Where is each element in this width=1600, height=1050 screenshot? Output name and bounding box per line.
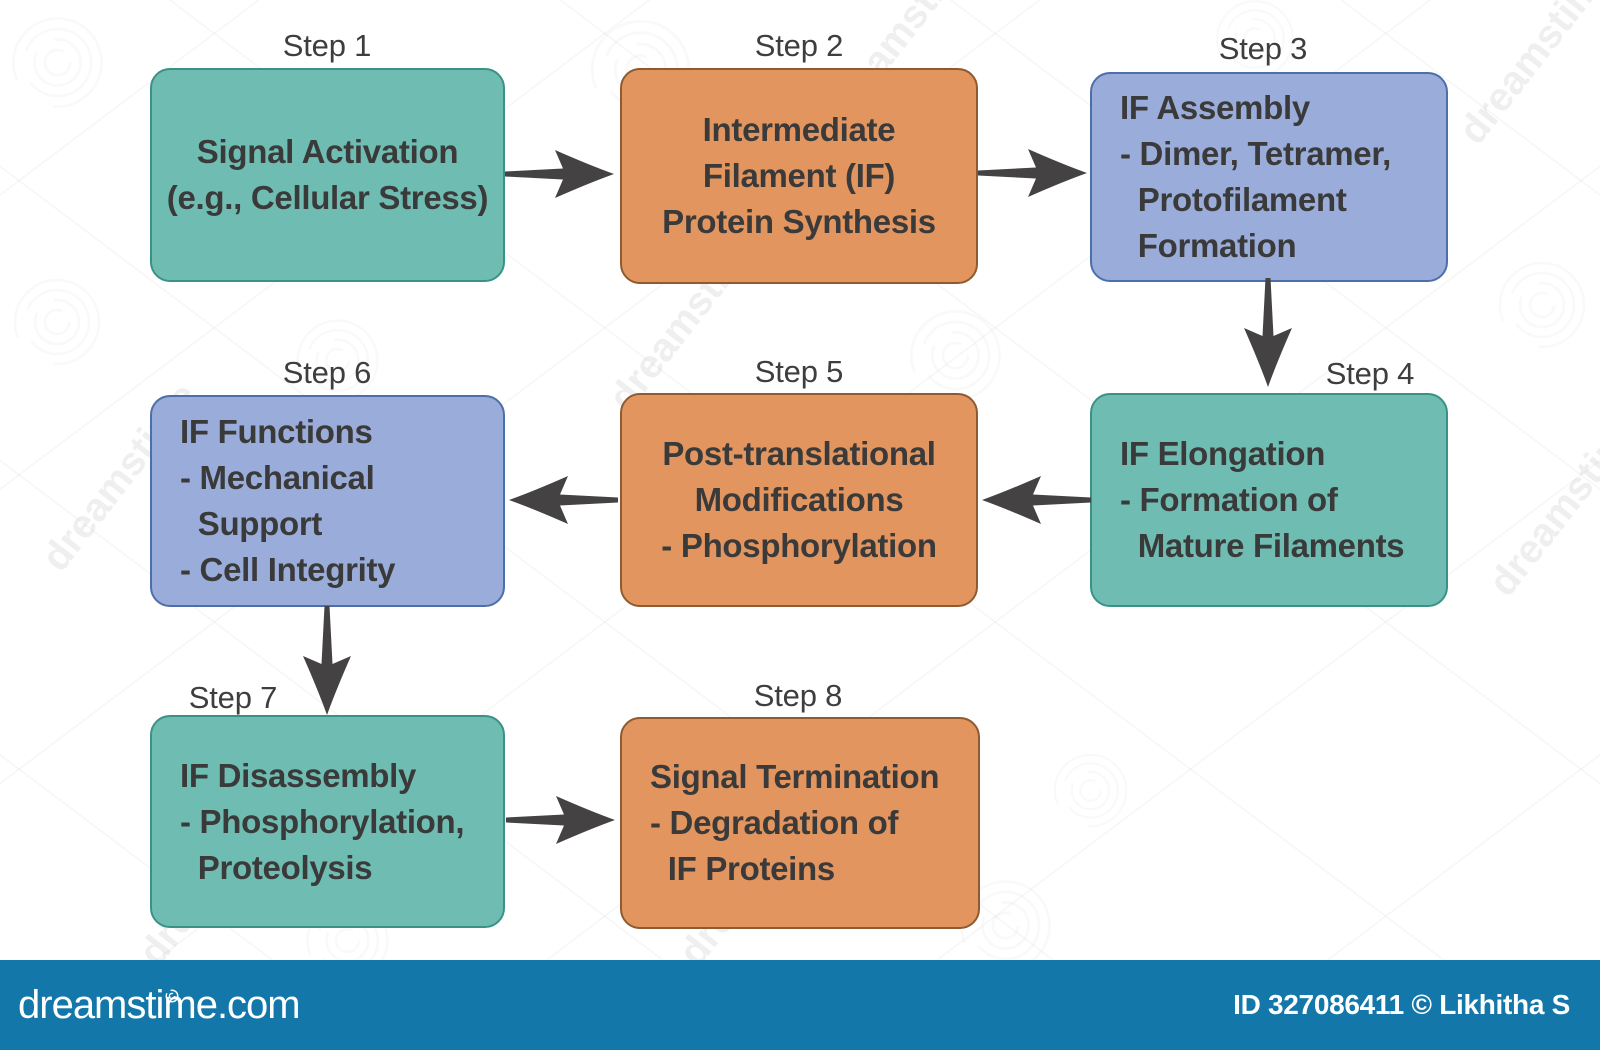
arrow-step2-to-step3-icon [978,149,1087,197]
arrow-step7-to-step8-icon [506,796,615,844]
dreamstime-logo-text: dreamstime.com [18,982,301,1027]
watermark-spiral-icon [1048,748,1133,833]
arrow-step6-to-step7-icon [303,606,351,715]
image-credit: ID 327086411 © Likhitha S [1233,989,1570,1020]
step-5-label: Step 5 [754,354,844,389]
step-7-label: Step 7 [188,680,278,715]
watermark-text: dreamstime [1480,400,1600,605]
step-2-text: Intermediate Filament (IF) Protein Synth… [662,111,936,240]
step-6-text: IF Functions - Mechanical Support - Cell… [180,413,396,588]
watermark-spiral-icon [5,10,110,115]
arrow-step1-to-step2-icon [505,150,614,198]
step-8-text: Signal Termination - Degradation of IF P… [650,758,940,887]
arrow-step5-to-step6-icon [509,476,618,524]
step-box-3: IF Assembly - Dimer, Tetramer, Protofila… [1090,72,1448,282]
step-box-1: Signal Activation (e.g., Cellular Stress… [150,68,505,282]
footer-bar: dreamstime.com ID 327086411 © Likhitha S [0,960,1600,1050]
step-4-text: IF Elongation - Formation of Mature Fila… [1120,435,1405,564]
step-5-text: Post-translational Modifications - Phosp… [661,435,937,564]
step-3-text: IF Assembly - Dimer, Tetramer, Protofila… [1120,89,1391,264]
step-4-label: Step 4 [1325,356,1415,391]
watermark-spiral-icon [1492,255,1592,355]
step-box-8: Signal Termination - Degradation of IF P… [620,717,980,929]
step-1-label: Step 1 [282,28,372,63]
step-2-label: Step 2 [754,28,844,63]
step-7-text: IF Disassembly - Phosphorylation, Proteo… [180,756,465,886]
step-3-label: Step 3 [1218,31,1308,66]
arrow-step3-to-step4-icon [1244,278,1292,387]
step-box-2: Intermediate Filament (IF) Protein Synth… [620,68,978,284]
step-box-4: IF Elongation - Formation of Mature Fila… [1090,393,1448,607]
step-8-label: Step 8 [753,678,843,713]
arrow-step4-to-step5-icon [982,476,1091,524]
step-box-5: Post-translational Modifications - Phosp… [620,393,978,607]
watermark-text: dreamstime [1450,0,1600,153]
watermark-spiral-icon [7,272,107,372]
step-6-label: Step 6 [282,355,372,390]
logo-spiral-icon [164,969,180,1002]
step-1-text: Signal Activation (e.g., Cellular Stress… [166,133,489,216]
dreamstime-logo: dreamstime.com [18,982,301,1028]
step-box-7: IF Disassembly - Phosphorylation, Proteo… [150,715,505,928]
step-box-6: IF Functions - Mechanical Support - Cell… [150,395,505,607]
